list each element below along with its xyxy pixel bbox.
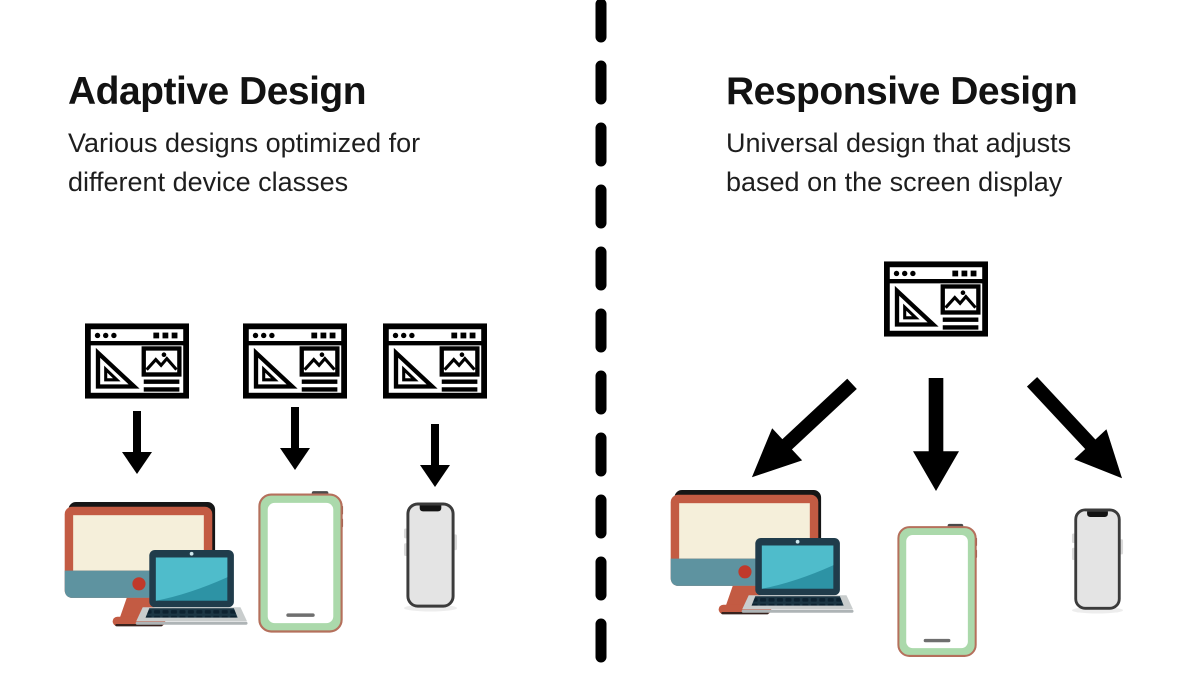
adaptive-subtitle-line2: different device classes bbox=[68, 167, 349, 197]
responsive-subtitle-line2: based on the screen display bbox=[726, 167, 1063, 197]
desktop-and-laptop-icon bbox=[669, 490, 854, 616]
responsive-subtitle-line1: Universal design that adjusts bbox=[726, 128, 1072, 158]
down-arrow-icon bbox=[280, 407, 310, 470]
down-arrow-icon bbox=[420, 424, 450, 487]
down-arrow-icon bbox=[913, 378, 959, 491]
adaptive-subtitle-line1: Various designs optimized for bbox=[68, 128, 421, 158]
design-mockup-browser-window-icon bbox=[383, 322, 487, 400]
tablet-icon bbox=[258, 490, 345, 633]
smartphone-icon bbox=[1070, 508, 1125, 614]
tablet-icon bbox=[897, 523, 979, 657]
vertical-dashed-divider bbox=[595, 0, 607, 675]
adaptive-subtitle: Various designs optimized for different … bbox=[68, 124, 420, 202]
down-left-arrow-icon bbox=[736, 367, 868, 494]
design-mockup-browser-window-icon bbox=[884, 260, 988, 338]
desktop-and-laptop-icon bbox=[63, 502, 248, 628]
down-right-arrow-icon bbox=[1015, 366, 1139, 494]
design-mockup-browser-window-icon bbox=[85, 322, 189, 400]
adaptive-title: Adaptive Design bbox=[68, 70, 367, 113]
smartphone-icon bbox=[402, 502, 459, 612]
down-arrow-icon bbox=[122, 411, 152, 474]
responsive-subtitle: Universal design that adjusts based on t… bbox=[726, 124, 1071, 202]
responsive-title: Responsive Design bbox=[726, 70, 1078, 113]
design-mockup-browser-window-icon bbox=[243, 322, 347, 400]
